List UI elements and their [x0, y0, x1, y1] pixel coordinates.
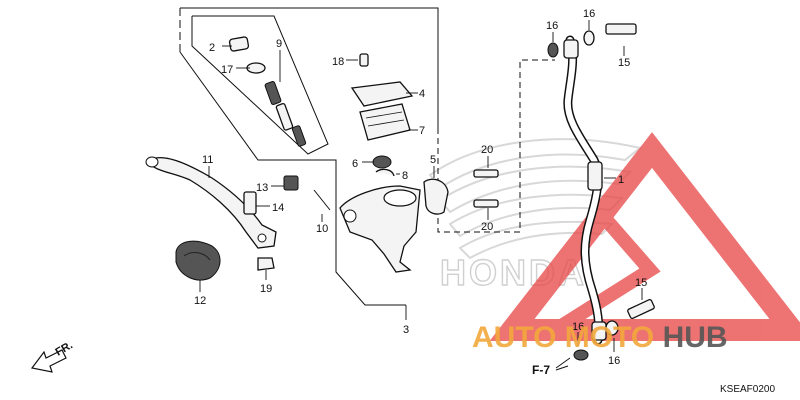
watermark-moto: MOTO: [565, 321, 654, 354]
leader-lines: [199, 20, 643, 369]
part-number-9: 9: [276, 38, 282, 50]
direction-label: FR.: [54, 339, 75, 358]
small-hardware: [359, 53, 449, 215]
part-number-6: 6: [352, 158, 358, 170]
holder-bolts: [473, 169, 499, 208]
part-number-3: 3: [403, 324, 409, 336]
part-number-10: 10: [316, 223, 328, 235]
part-number-14: 14: [272, 202, 284, 214]
part-number-18: 18: [332, 56, 344, 68]
part-number-16-d: 16: [608, 355, 620, 367]
part-number-15-bottom: 15: [635, 277, 647, 289]
front-direction-indicator: FR.: [30, 339, 75, 373]
part-number-2: 2: [209, 42, 215, 54]
part-number-16-b: 16: [583, 8, 595, 20]
part-number-1: 1: [618, 174, 624, 186]
piston-kit-inset: [191, 15, 329, 155]
part-number-16-a: 16: [546, 20, 558, 32]
part-number-11: 11: [202, 154, 213, 166]
pivot-hardware: [243, 175, 331, 271]
reservoir-cap: [350, 81, 414, 141]
part-number-17: 17: [221, 64, 233, 76]
part-number-16-c: 16: [572, 321, 584, 333]
watermark-auto: AUTO: [472, 321, 556, 354]
reference-f7: F-7: [532, 363, 569, 377]
part-number-12: 12: [194, 295, 206, 307]
brake-hose: [563, 35, 607, 345]
part-labels: 2 9 17 18 4 7 6 8 5 11 13 14 10 12 19 3 …: [194, 8, 647, 367]
part-number-5: 5: [430, 154, 436, 166]
part-number-19: 19: [260, 283, 272, 295]
direction-arrow-icon: [30, 349, 67, 373]
master-cylinder: [339, 185, 421, 273]
part-number-13: 13: [256, 182, 268, 194]
reference-label: F-7: [532, 363, 550, 377]
banjo-bolts: [547, 23, 655, 361]
part-number-8: 8: [402, 170, 408, 182]
svg-text:AUTO MOTO HUB: AUTO MOTO HUB: [472, 321, 728, 354]
part-number-4: 4: [419, 88, 425, 100]
watermark-hub: HUB: [663, 321, 728, 354]
brake-lever: [145, 156, 277, 249]
part-number-20-top: 20: [481, 144, 493, 156]
part-number-20-bottom: 20: [481, 221, 493, 233]
watermark-text: AUTO MOTO HUB: [472, 321, 728, 354]
diagram-code: KSEAF0200: [720, 384, 775, 395]
part-number-7: 7: [419, 125, 425, 137]
part-number-15-top: 15: [618, 57, 630, 69]
assembly-frame: [179, 7, 555, 306]
lever-boot: [175, 240, 221, 281]
